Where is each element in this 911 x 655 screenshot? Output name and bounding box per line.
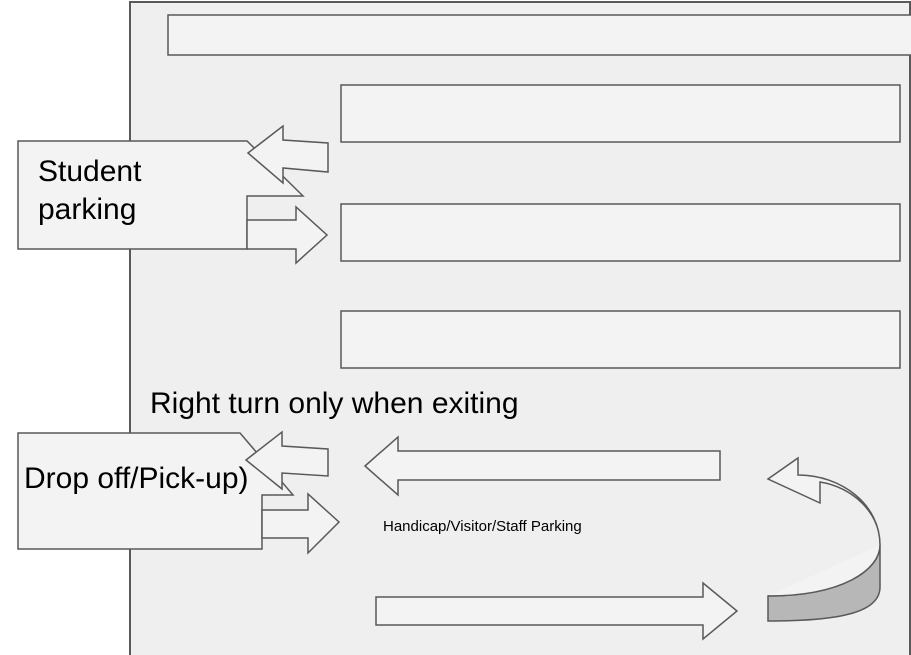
- parking-row-3: [340, 310, 901, 369]
- student-parking-callout: [17, 140, 305, 250]
- right-turn-notice: Right turn only when exiting: [150, 387, 519, 420]
- student-entry-arrow-icon: [246, 205, 329, 265]
- parking-row-2: [340, 203, 901, 262]
- handicap-visitor-staff-label: Handicap/Visitor/Staff Parking: [383, 518, 582, 535]
- entry-lane-arrow-icon: [375, 581, 739, 641]
- parking-row-1: [340, 84, 901, 143]
- student-parking-label: Student parking: [38, 155, 142, 226]
- exit-lane-arrow-icon: [363, 435, 721, 497]
- drop-off-entry-arrow-icon: [261, 492, 341, 555]
- u-turn-arrow-icon: [766, 456, 881, 597]
- drop-off-exit-arrow-icon: [244, 430, 329, 491]
- top-parking-strip: [167, 14, 911, 56]
- drop-off-callout: [17, 432, 295, 550]
- student-exit-arrow-icon: [246, 124, 329, 185]
- drop-off-label: Drop off/Pick-up): [24, 462, 249, 495]
